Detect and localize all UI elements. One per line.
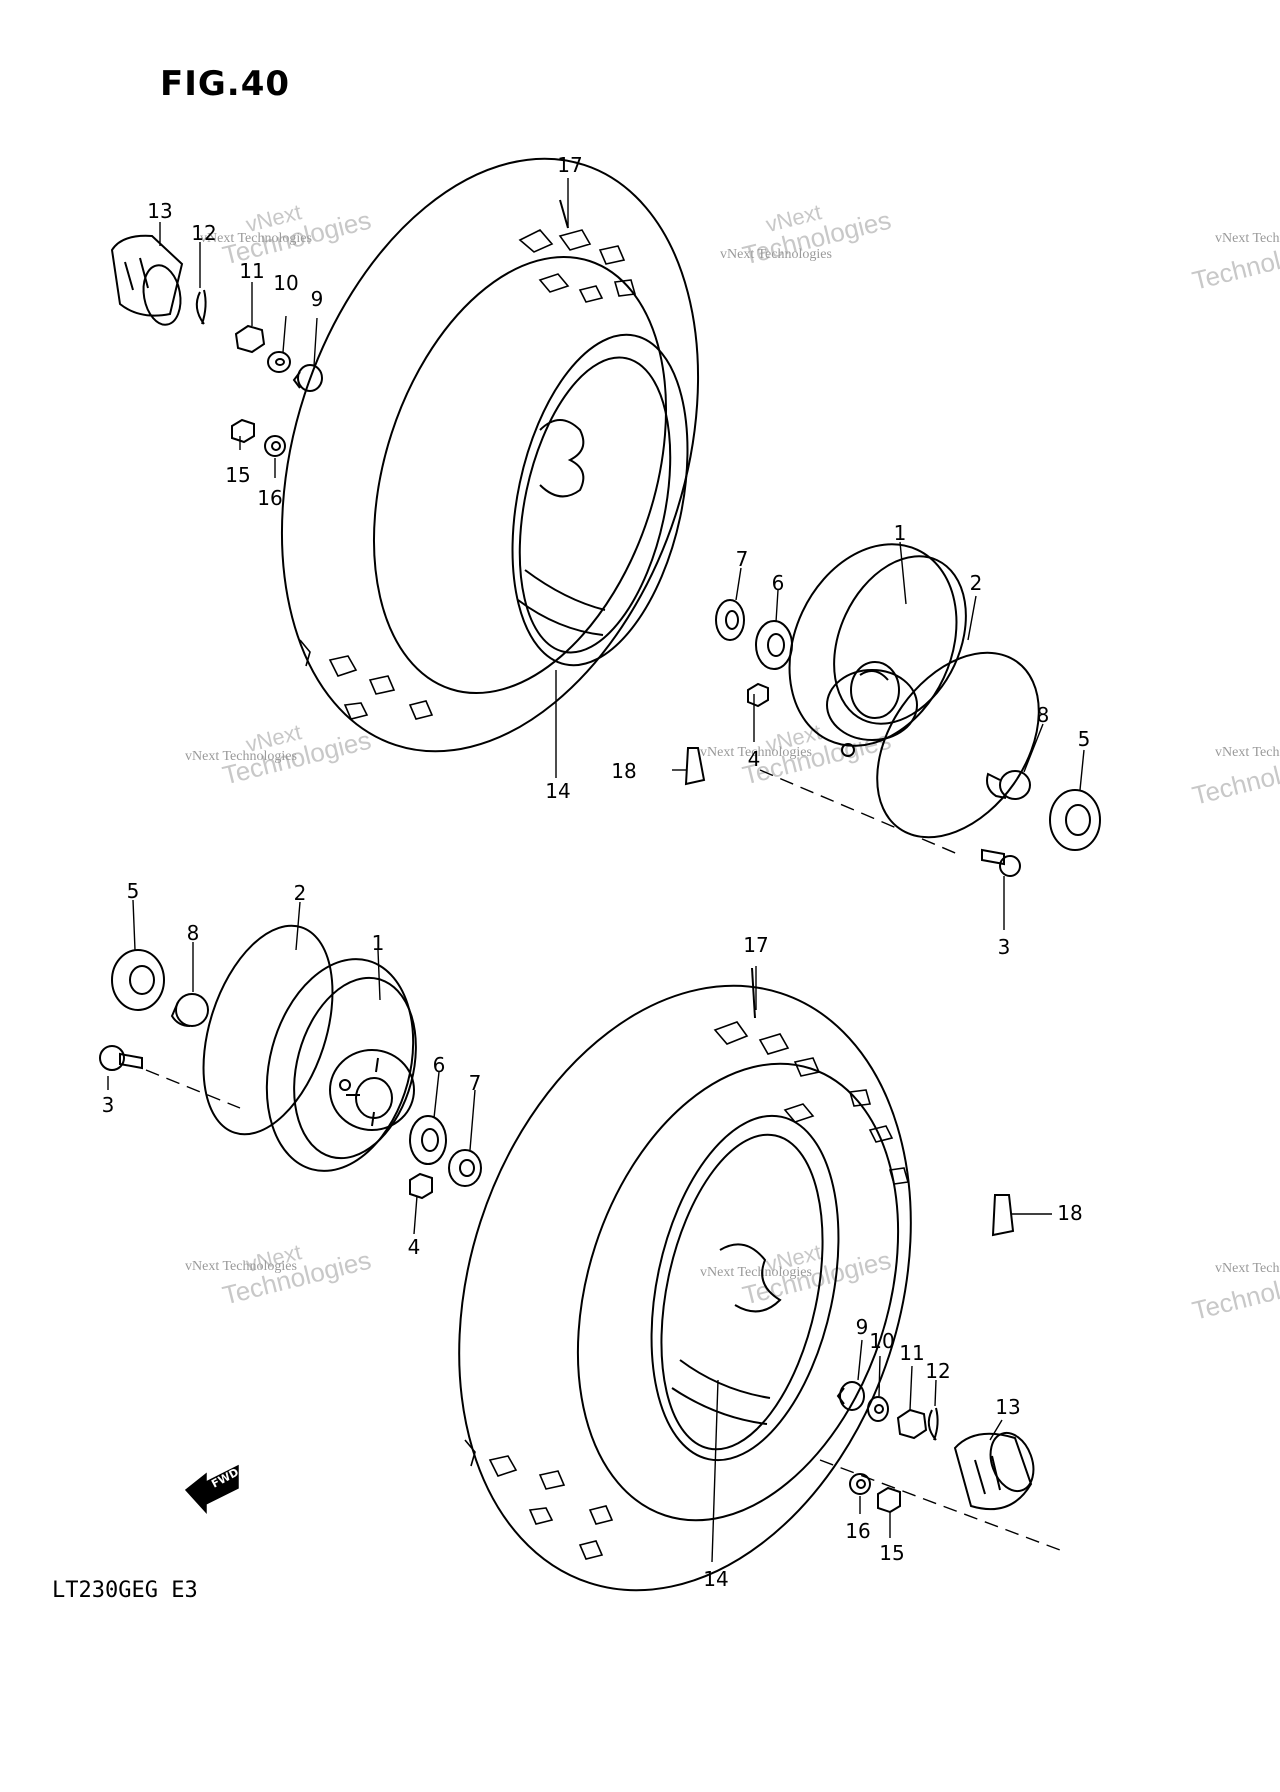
watermark-edge-caption-2: vNext Technologies [1215,745,1280,760]
nut-11-bottom [896,1408,928,1440]
callout-2-top: 2 [970,571,983,595]
tire-bottom [458,967,912,1592]
nut-4-bottom [409,1172,433,1200]
valve-18-bottom [991,1194,1015,1237]
callout-5-top: 5 [1078,727,1091,751]
bearing-5-top [1049,789,1101,851]
model-code: LT230GEG E3 [52,1578,198,1603]
callout-13-bottom: 13 [995,1395,1020,1419]
collar-9-bottom [836,1381,865,1411]
tire-top [280,157,700,753]
callout-7-top: 7 [736,547,749,571]
callout-18-top: 18 [611,759,636,783]
hub-bottom [265,958,417,1172]
watermark-caption-3: vNext Technologies [185,749,297,764]
callout-11-top: 11 [239,259,264,283]
callouts-bottom: 5 8 2 1 3 6 7 4 17 18 14 9 10 11 12 13 1… [102,879,1083,1591]
callout-8-top: 8 [1037,703,1050,727]
watermark-caption-6: vNext Technologies [700,1265,812,1280]
callout-10-top: 10 [273,271,298,295]
valve-18-top [684,747,706,786]
leader-lines-top [159,178,1085,930]
bolt-3-top [981,848,1021,877]
callout-17-top: 17 [557,153,582,177]
callout-6-bottom: 6 [433,1053,446,1077]
callout-9-top: 9 [311,287,324,311]
watermark-edge-caption-1: vNext Technologies [1215,231,1280,246]
callout-8-bottom: 8 [187,921,200,945]
seal-7-bottom [448,1149,482,1187]
hub-top [788,543,967,757]
bearing-6-bottom [409,1115,447,1165]
cap-13-top [110,234,184,326]
nut-4-top [747,682,769,708]
callout-1-bottom: 1 [372,931,385,955]
spacer-8-top [986,770,1031,800]
washer-16-bottom [849,1473,871,1495]
callout-16-bottom: 16 [845,1519,870,1543]
pin-12-top [195,289,207,325]
callout-9-bottom: 9 [856,1315,869,1339]
callout-10-bottom: 10 [869,1329,894,1353]
callout-7-bottom: 7 [469,1071,482,1095]
callout-13-top: 13 [147,199,172,223]
seal-7-top [715,599,745,641]
callout-6-top: 6 [772,571,785,595]
bottom-wheel-assembly [99,899,1052,1592]
callout-18-bottom: 18 [1057,1201,1082,1225]
watermark-caption-1: vNext Technologies [200,231,312,246]
washer-16-top [264,435,286,457]
watermark-1: vNext Technologies [219,199,374,270]
callout-4-top: 4 [748,747,761,771]
collar-9-top [292,364,323,392]
cap-13-bottom [953,1431,1035,1511]
spacer-8-bottom [170,993,209,1027]
callout-4-bottom: 4 [408,1235,421,1259]
bolt-3-bottom [99,1045,143,1071]
callout-11-bottom: 11 [899,1341,924,1365]
callout-12-bottom: 12 [925,1359,950,1383]
watermark-layer: vNext Technologies vNext Technologies vN… [185,199,1280,1326]
callout-5-bottom: 5 [127,879,140,903]
top-wheel-assembly [110,157,1101,930]
callout-2-bottom: 2 [294,881,307,905]
callout-16-top: 16 [257,486,282,510]
fwd-arrow-icon: FWD [184,1464,241,1514]
centerlines [145,769,1061,1551]
bearing-5-bottom [111,949,165,1011]
callout-17-bottom: 17 [743,933,768,957]
callout-15-bottom: 15 [879,1541,904,1565]
callout-15-top: 15 [225,463,250,487]
pin-12-bottom [927,1407,939,1441]
watermark-caption-2: vNext Technologies [720,247,832,262]
washer-10-top [267,351,291,373]
callout-12-top: 12 [191,221,216,245]
watermark-caption-5: vNext Technologies [185,1259,297,1274]
figure-title: FIG.40 [160,64,291,104]
circlip-bottom [202,924,334,1136]
callout-14-top: 14 [545,779,570,803]
callout-3-top: 3 [998,935,1011,959]
watermark-edge-caption-3: vNext Technologies [1215,1261,1280,1276]
callout-14-bottom: 14 [703,1567,728,1591]
nut-15-bottom [877,1486,901,1514]
washer-10-bottom [867,1396,889,1422]
circlip-top [876,651,1040,839]
nut-11-top [234,324,266,354]
callout-1-top: 1 [894,521,907,545]
bearing-6-top [755,620,793,670]
callout-3-bottom: 3 [102,1093,115,1117]
watermark-caption-4: vNext Technologies [700,745,812,760]
callouts-top: 17 13 12 11 10 9 15 16 7 6 1 2 8 5 4 18 … [147,153,1090,959]
leader-lines-bottom [107,899,1052,1563]
nut-15-top [231,418,255,444]
